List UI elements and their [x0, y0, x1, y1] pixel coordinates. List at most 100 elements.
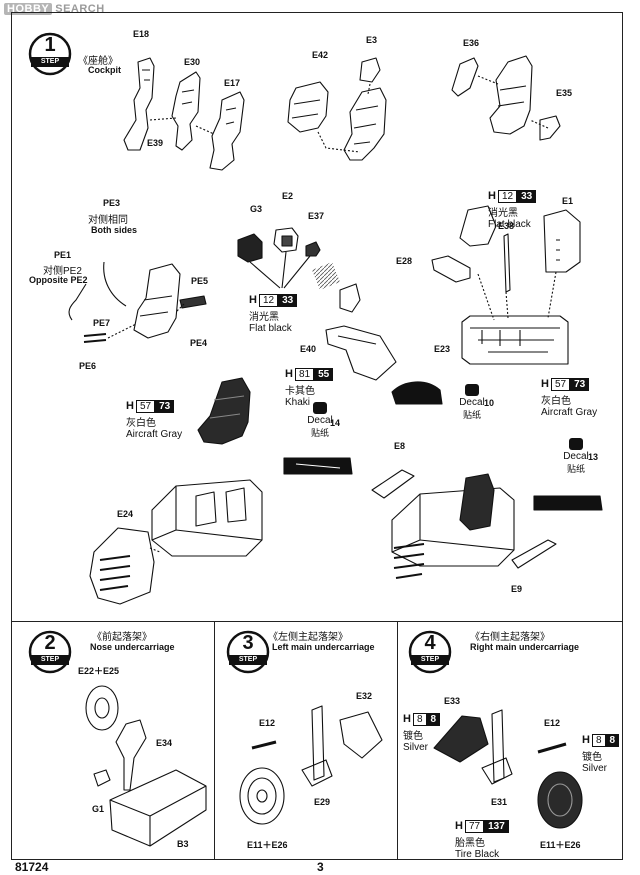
step-badge-circle-icon: [408, 630, 452, 674]
step-3-title-en: Left main undercarriage: [272, 642, 375, 652]
note-opposite-en: Opposite PE2: [29, 275, 88, 285]
paint-h-prefix: H: [249, 294, 257, 306]
paint-code-box: H 8 8: [582, 733, 620, 747]
paint-name-cn: 镀色: [582, 752, 602, 763]
paint-mr-code: 33: [278, 293, 298, 307]
step-3-title-cn: 《左侧主起落架》: [268, 632, 348, 643]
decal-number-13: 13: [588, 452, 599, 462]
step-number: 3: [242, 632, 254, 654]
part-label-e9: E9: [511, 584, 523, 594]
instrument-panel-decal-drawing: [391, 381, 443, 405]
decal-label-cn: 贴纸: [310, 428, 329, 438]
part-label-e11-e26-right: E11＋E26: [540, 840, 581, 850]
part-label-e24: E24: [117, 509, 134, 519]
e40-panel-drawing: [325, 283, 397, 381]
part-label-pe4: PE4: [190, 338, 208, 348]
note-opposite-cn: 对侧PE2: [43, 266, 82, 277]
step-2-title-cn: 《前起落架》: [92, 632, 152, 643]
paint-callout-aircraft-gray-1: H 57 73 灰白色 Aircraft Gray: [126, 396, 182, 440]
part-label-e34: E34: [156, 738, 173, 748]
paint-name-en: Silver: [403, 742, 429, 753]
paint-code: 12: [497, 189, 518, 203]
step-1-badge: 1 STEP: [28, 32, 72, 76]
paint-name-en: Tire Black: [455, 849, 500, 860]
part-label-e8: E8: [394, 441, 406, 451]
decal-icon: [465, 384, 479, 396]
paint-mr-code: 55: [314, 367, 334, 381]
paint-code: 57: [135, 399, 156, 413]
paint-callout-silver-right: H 8 8 镀色 Silver: [582, 730, 620, 774]
kit-number: 81724: [15, 860, 49, 874]
seat-assembled-drawing: [451, 55, 561, 141]
paint-h-prefix: H: [541, 378, 549, 390]
paint-name-en: Silver: [582, 763, 608, 774]
part-label-pe1: PE1: [54, 250, 72, 260]
paint-mr-code: 33: [517, 189, 537, 203]
cockpit-tub-e23-drawing: [431, 205, 581, 365]
decal-number-14: 14: [330, 418, 341, 428]
paint-name-en: Khaki: [285, 397, 311, 408]
paint-code: 81: [294, 367, 315, 381]
part-label-e17: E17: [224, 78, 241, 88]
part-label-e32: E32: [356, 691, 373, 701]
paint-name-en: Flat black: [488, 219, 531, 230]
decal-callout-14: Decal 贴纸: [300, 402, 340, 439]
decal-icon: [569, 438, 583, 450]
paint-name-cn: 卡其色: [285, 386, 315, 397]
note-both-sides-cn: 对侧相同: [88, 215, 128, 226]
part-label-pe3: PE3: [103, 198, 121, 208]
paint-name-en: Aircraft Gray: [126, 429, 183, 440]
part-label-e36: E36: [463, 38, 480, 48]
section-divider-left: [214, 621, 215, 860]
seat-frame-e3-drawing: [343, 57, 387, 161]
decal-callout-10: Decal 贴纸: [452, 384, 492, 421]
paint-name-cn: 胎黑色: [455, 838, 485, 849]
part-label-pe5: PE5: [191, 276, 209, 286]
paint-h-prefix: H: [285, 368, 293, 380]
paint-name-cn: 灰白色: [126, 418, 156, 429]
paint-mr-code: 73: [570, 377, 590, 391]
paint-h-prefix: H: [126, 400, 134, 412]
paint-mr-code: 8: [605, 733, 620, 747]
part-label-e18: E18: [133, 29, 150, 39]
page-frame: [11, 12, 623, 860]
hatched-arrow-drawing: [312, 262, 340, 290]
step-number: 2: [44, 632, 56, 654]
paint-callout-flat-black-2: H 12 33 消光黑 Flat black: [488, 186, 537, 230]
note-both-sides-en: Both sides: [91, 225, 138, 235]
paint-callout-flat-black-1: H 12 33 消光黑 Flat black: [249, 290, 298, 334]
paint-callout-khaki: H 81 55 卡其色 Khaki: [285, 364, 334, 408]
part-label-e11-e26-left: E11＋E26: [247, 840, 288, 850]
step-number: 4: [424, 632, 436, 654]
decal-13-strip-drawing: [533, 495, 603, 511]
paint-code-box: H 81 55: [285, 367, 334, 381]
step-2-badge: 2 STEP: [28, 630, 72, 674]
part-label-e12-right: E12: [544, 718, 561, 728]
step-badge-circle-icon: [28, 32, 72, 76]
step-number: 1: [44, 34, 56, 56]
step-1-title-en: Cockpit: [88, 65, 122, 75]
paint-callout-tire-black: H 77 137 胎黑色 Tire Black: [455, 816, 509, 860]
part-label-e31: E31: [491, 797, 508, 807]
paint-code-box: H 12 33: [488, 189, 537, 203]
e8-drawing: [371, 469, 415, 499]
part-label-e35: E35: [556, 88, 573, 98]
step-2-title-en: Nose undercarriage: [90, 642, 175, 652]
paint-callout-silver-left: H 8 8 镀色 Silver: [403, 709, 441, 753]
part-label-e1: E1: [562, 196, 574, 206]
paint-mr-code: 73: [155, 399, 175, 413]
paint-code: 8: [591, 733, 606, 747]
decal-label-en: Decal: [307, 415, 333, 426]
decal-label-cn: 贴纸: [462, 410, 481, 420]
part-label-g3: G3: [250, 204, 263, 214]
section-divider-horizontal: [11, 621, 623, 622]
step-badge-circle-icon: [28, 630, 72, 674]
left-main-undercarriage-drawing: [239, 705, 383, 825]
nose-undercarriage-drawing: [85, 685, 207, 847]
paint-name-cn: 灰白色: [541, 396, 571, 407]
paint-name-cn: 消光黑: [488, 208, 518, 219]
paint-name-cn: 镀色: [403, 731, 423, 742]
paint-name-cn: 消光黑: [249, 312, 279, 323]
page-number: 3: [317, 860, 324, 874]
paint-code: 12: [258, 293, 279, 307]
